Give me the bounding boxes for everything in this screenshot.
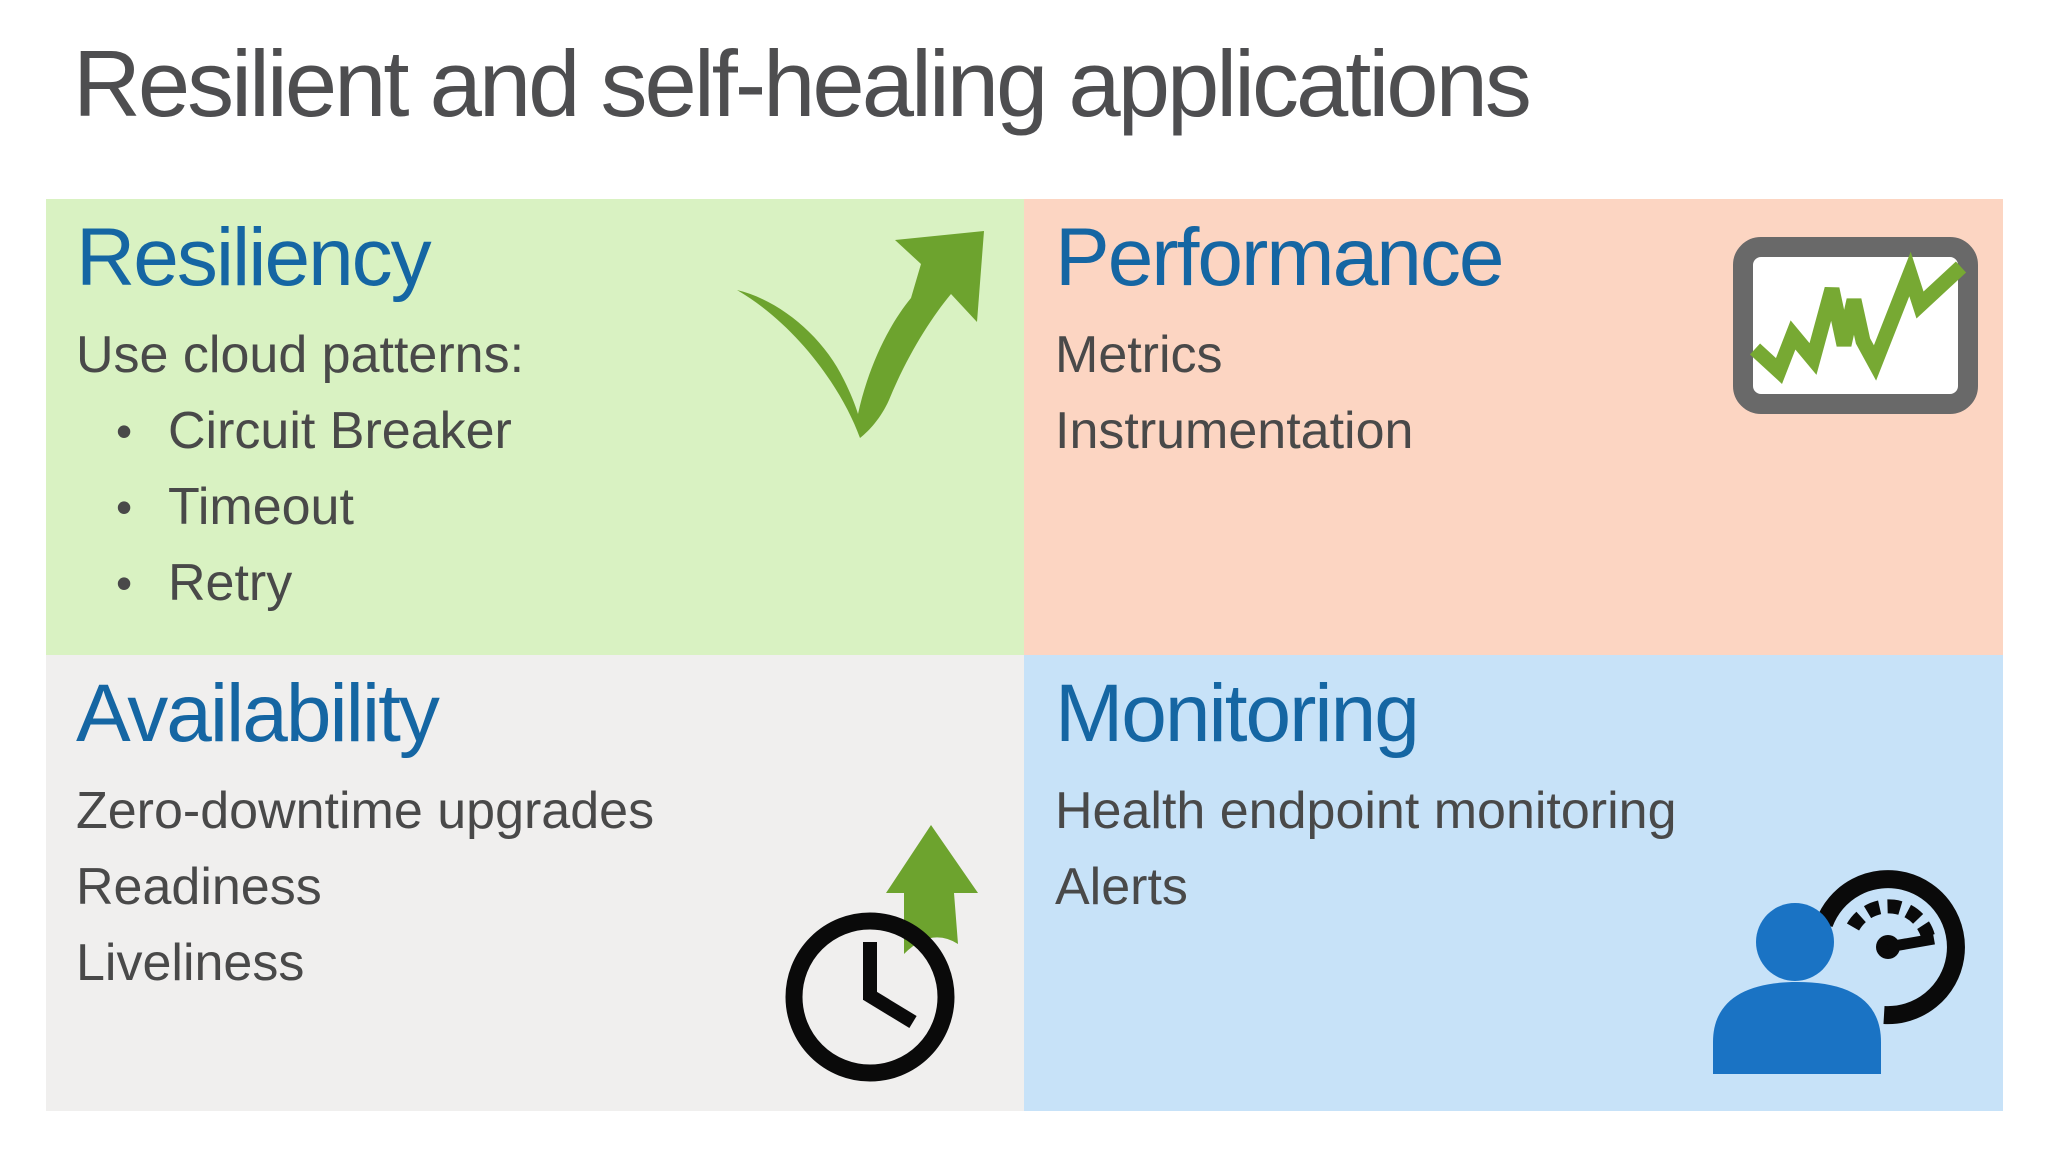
performance-line: Metrics <box>1055 326 1223 384</box>
resiliency-intro: Use cloud patterns: <box>76 326 525 384</box>
performance-content: Performance Metrics Instrumentation <box>1024 199 2003 469</box>
performance-line: Instrumentation <box>1055 402 1414 460</box>
bullet-item: Circuit Breaker <box>76 393 1024 469</box>
resiliency-bullet-list: Circuit Breaker Timeout Retry <box>76 393 1024 621</box>
availability-line: Zero-downtime upgrades <box>76 782 655 840</box>
availability-content: Availability Zero-downtime upgrades Read… <box>46 655 1024 1001</box>
resiliency-body: Use cloud patterns: Circuit Breaker Time… <box>76 317 1024 621</box>
quadrant-performance: Performance Metrics Instrumentation <box>1024 199 2003 655</box>
monitoring-line: Alerts <box>1055 858 1188 916</box>
quadrant-resiliency: Resiliency Use cloud patterns: Circuit B… <box>46 199 1024 655</box>
resiliency-content: Resiliency Use cloud patterns: Circuit B… <box>46 199 1024 622</box>
performance-heading: Performance <box>1055 212 1504 303</box>
quadrant-grid: Resiliency Use cloud patterns: Circuit B… <box>46 199 2003 1111</box>
clock-up-arrow-icon <box>785 825 978 1082</box>
availability-heading: Availability <box>76 668 440 759</box>
bullet-item: Retry <box>76 545 1024 621</box>
monitoring-line: Health endpoint monitoring <box>1055 782 1677 840</box>
availability-body: Zero-downtime upgrades Readiness Livelin… <box>76 773 1024 1001</box>
performance-body: Metrics Instrumentation <box>1055 317 2003 469</box>
chart-monitor-icon <box>1733 237 1978 414</box>
bounce-arrow-icon <box>737 231 984 438</box>
availability-line: Readiness <box>76 858 322 916</box>
resiliency-heading: Resiliency <box>76 212 432 303</box>
monitoring-body: Health endpoint monitoring Alerts <box>1055 773 2003 925</box>
monitoring-content: Monitoring Health endpoint monitoring Al… <box>1024 655 2003 925</box>
bullet-item: Timeout <box>76 469 1024 545</box>
quadrant-availability: Availability Zero-downtime upgrades Read… <box>46 655 1024 1111</box>
slide-title: Resilient and self-healing applications <box>73 31 1532 136</box>
monitoring-heading: Monitoring <box>1055 668 1420 759</box>
availability-line: Liveliness <box>76 934 305 992</box>
person-gauge-icon <box>1713 870 1965 1074</box>
quadrant-monitoring: Monitoring Health endpoint monitoring Al… <box>1024 655 2003 1111</box>
